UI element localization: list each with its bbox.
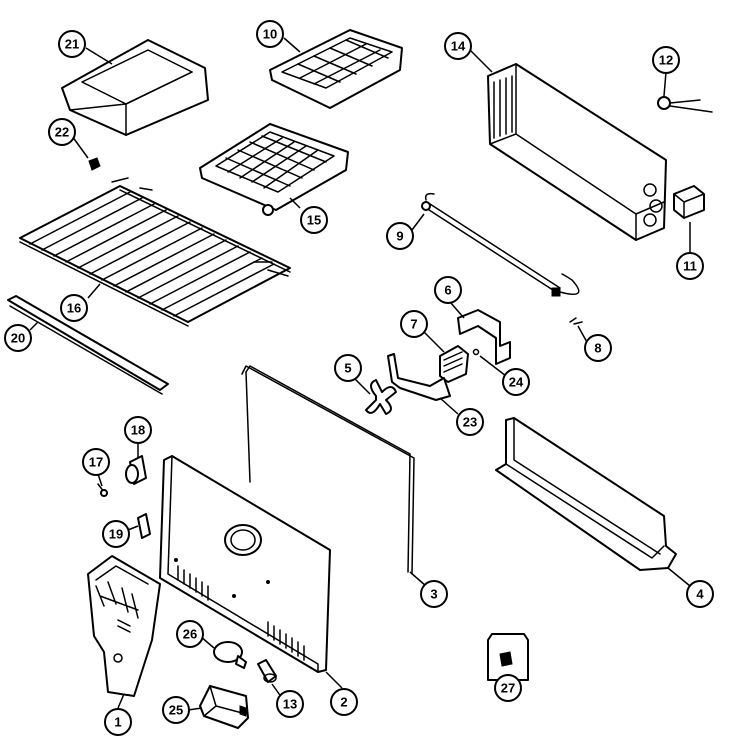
callout-label: 20 xyxy=(11,331,25,346)
callout-label: 23 xyxy=(463,415,477,430)
part-ice-tray-small xyxy=(269,29,403,109)
part-motor-bracket xyxy=(387,353,451,401)
leader-lines xyxy=(29,37,691,711)
callout-25: 25 xyxy=(162,696,190,724)
callout-23: 23 xyxy=(456,408,484,436)
part-control-housing xyxy=(87,555,161,697)
callout-label: 7 xyxy=(410,317,417,332)
callout-label: 25 xyxy=(169,703,183,718)
callout-label: 10 xyxy=(263,27,277,42)
part-drip-trough xyxy=(495,417,677,571)
part-terminal-block xyxy=(673,185,705,219)
callout-label: 21 xyxy=(65,37,79,52)
callout-label: 9 xyxy=(396,229,403,244)
part-clip xyxy=(88,157,101,171)
callout-1: 1 xyxy=(104,708,132,736)
callout-26: 26 xyxy=(176,620,204,648)
part-light-bulb xyxy=(213,641,247,669)
part-wire-frame xyxy=(241,365,415,575)
callout-label: 15 xyxy=(307,213,321,228)
callout-2: 2 xyxy=(330,688,358,716)
part-light-shield xyxy=(199,685,249,729)
part-screw-small xyxy=(569,317,583,325)
callout-label: 22 xyxy=(55,125,69,140)
callout-8: 8 xyxy=(584,334,612,362)
callout-20: 20 xyxy=(4,324,32,352)
callout-label: 2 xyxy=(340,695,347,710)
part-back-panel xyxy=(159,455,331,673)
callout-label: 14 xyxy=(451,39,466,54)
callout-6: 6 xyxy=(434,276,462,304)
callout-label: 13 xyxy=(283,697,297,712)
callout-label: 27 xyxy=(501,681,515,696)
callout-label: 24 xyxy=(509,375,524,390)
part-ice-tray-grid xyxy=(199,123,349,216)
callout-10: 10 xyxy=(256,20,284,48)
callout-7: 7 xyxy=(400,310,428,338)
part-grommet xyxy=(472,348,480,356)
callout-16: 16 xyxy=(60,294,88,322)
part-wire-shelf xyxy=(19,177,291,327)
callout-12: 12 xyxy=(652,46,680,74)
callout-label: 19 xyxy=(109,527,123,542)
callout-13: 13 xyxy=(276,690,304,718)
callout-5: 5 xyxy=(334,354,362,382)
part-light-switch xyxy=(137,513,151,539)
part-fan-blade xyxy=(365,379,397,415)
callout-3: 3 xyxy=(420,580,448,608)
part-filter-cover xyxy=(487,633,529,681)
callout-14: 14 xyxy=(444,32,472,60)
callout-9: 9 xyxy=(386,222,414,250)
callout-label: 12 xyxy=(659,53,673,68)
callout-18: 18 xyxy=(124,416,152,444)
callout-4: 4 xyxy=(686,580,714,608)
callout-27: 27 xyxy=(494,674,522,702)
part-screw xyxy=(97,483,108,497)
part-fan-motor xyxy=(439,345,469,383)
callout-label: 6 xyxy=(444,283,451,298)
callout-label: 16 xyxy=(67,301,81,316)
callout-22: 22 xyxy=(48,118,76,146)
part-defrost-thermostat xyxy=(657,96,713,113)
callout-21: 21 xyxy=(58,30,86,58)
part-bracket xyxy=(457,309,511,365)
callout-label: 3 xyxy=(430,587,437,602)
part-trim-strip xyxy=(7,295,169,395)
callout-label: 18 xyxy=(131,423,145,438)
callout-label: 5 xyxy=(344,361,351,376)
callout-11: 11 xyxy=(676,252,704,280)
part-defrost-heater xyxy=(421,192,580,297)
callout-24: 24 xyxy=(502,368,530,396)
callout-label: 4 xyxy=(696,587,704,602)
callout-label: 8 xyxy=(594,341,601,356)
part-ice-bucket xyxy=(61,39,209,136)
callout-label: 11 xyxy=(683,259,697,274)
callout-19: 19 xyxy=(102,520,130,548)
callout-label: 26 xyxy=(183,627,197,642)
callout-label: 1 xyxy=(114,715,121,730)
callout-15: 15 xyxy=(300,206,328,234)
part-bulb-socket xyxy=(257,659,277,683)
callout-label: 17 xyxy=(89,455,103,470)
callout-17: 17 xyxy=(82,448,110,476)
part-control-knob xyxy=(125,455,147,485)
part-evaporator xyxy=(487,63,667,241)
